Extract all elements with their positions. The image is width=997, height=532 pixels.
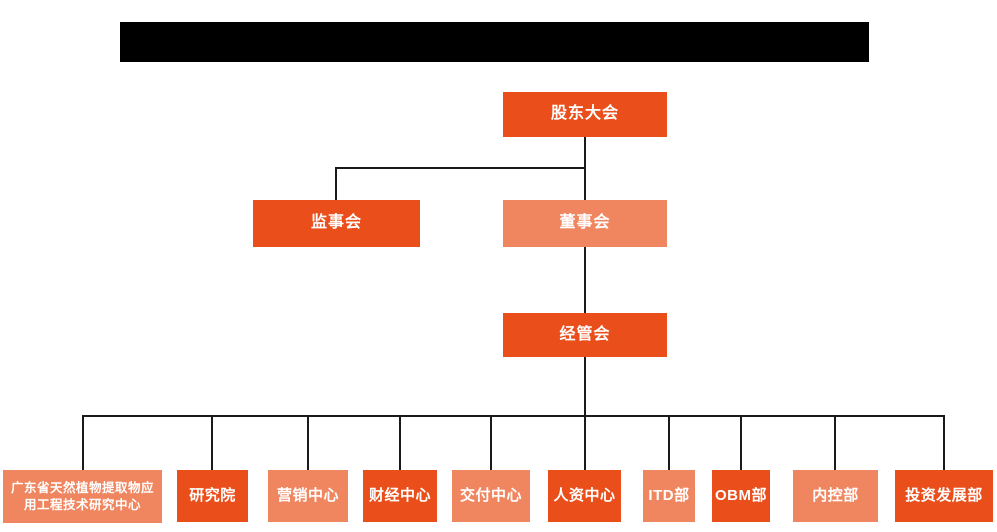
org-node-research-center: 广东省天然植物提取物应用工程技术研究中心	[3, 470, 162, 523]
org-node-hr-center: 人资中心	[548, 470, 621, 522]
connector-line	[834, 415, 836, 470]
connector-line	[82, 415, 84, 470]
org-node-board-of-directors: 董事会	[503, 200, 667, 247]
connector-line	[943, 415, 945, 470]
org-node-marketing-center: 营销中心	[268, 470, 348, 522]
org-node-obm-dept: OBM部	[712, 470, 770, 522]
connector-line	[82, 415, 945, 417]
connector-line	[335, 167, 586, 169]
org-node-delivery-center: 交付中心	[452, 470, 530, 522]
org-node-supervisory-board: 监事会	[253, 200, 420, 247]
org-node-finance-center: 财经中心	[363, 470, 437, 522]
org-node-investment-development-dept: 投资发展部	[895, 470, 993, 522]
org-node-internal-control-dept: 内控部	[793, 470, 878, 522]
connector-line	[584, 247, 586, 313]
connector-line	[668, 415, 670, 470]
connector-line	[399, 415, 401, 470]
org-node-itd-dept: ITD部	[643, 470, 695, 522]
connector-line	[740, 415, 742, 470]
connector-line	[211, 415, 213, 470]
org-node-management-committee: 经管会	[503, 313, 667, 357]
org-node-shareholders-meeting: 股东大会	[503, 92, 667, 137]
connector-line	[584, 357, 586, 470]
org-node-research-institute: 研究院	[177, 470, 248, 522]
connector-line	[307, 415, 309, 470]
connector-line	[335, 167, 337, 200]
connector-line	[490, 415, 492, 470]
redacted-title-bar	[120, 22, 869, 62]
